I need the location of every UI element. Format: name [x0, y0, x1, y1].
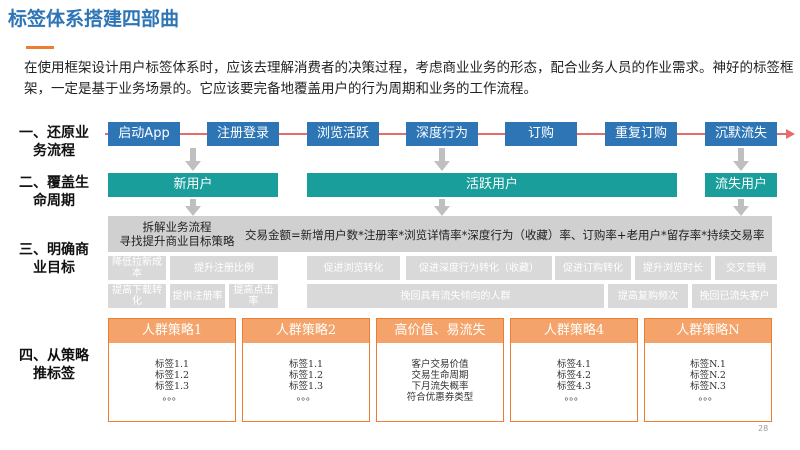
- strategy-card-line: 下月流失概率: [411, 381, 469, 392]
- section-label-strategy: 四、从策略推标签: [19, 348, 89, 382]
- flow-step-churn: 沉默流失: [705, 122, 777, 146]
- strategy-card: 人群策略2 标签1.1 标签1.2 标签1.3 。。。: [242, 318, 370, 422]
- down-arrow-icon: [733, 206, 749, 216]
- strategy-card-line: 标签4.3: [556, 381, 592, 392]
- flow-step-order: 订购: [505, 122, 577, 146]
- down-arrow-icon: [434, 161, 450, 171]
- flow-step-deep-action: 深度行为: [406, 122, 478, 146]
- strategy-card-line: 。。。: [564, 392, 584, 403]
- section-label-lifecycle: 二、覆盖生命周期: [19, 175, 89, 209]
- goal-tag: 促进深度行为转化（收藏）: [406, 256, 552, 280]
- goal-tag: 提高复购频次: [608, 284, 688, 308]
- strategy-card-line: 标签1.2: [288, 370, 324, 381]
- down-arrow-stem: [190, 148, 196, 162]
- intro-paragraph: 在使用框架设计用户标签体系时，应该去理解消费者的决策过程，考虑商业业务的形态，配…: [24, 60, 794, 97]
- section-label-goal: 三、明确商业目标: [19, 242, 89, 276]
- goal-strategy-label: 拆解业务流程 寻找提升商业目标策略: [119, 220, 235, 248]
- strategy-card-line: 。。。: [296, 392, 316, 403]
- strategy-card-title: 人群策略4: [511, 319, 637, 343]
- goal-tag: 促进订购转化: [555, 256, 631, 280]
- goal-tag: 降低拉新成本: [108, 256, 166, 280]
- flow-step-browse: 浏览活跃: [307, 122, 379, 146]
- goal-tag: 提供注册率: [170, 284, 225, 308]
- strategy-card-line: 标签1.3: [288, 381, 324, 392]
- section-label-flow: 一、还原业务流程: [19, 125, 89, 159]
- strategy-card-line: 标签1.3: [154, 381, 190, 392]
- goal-tag: 提升注册比例: [170, 256, 278, 280]
- flow-arrow-head: [786, 129, 795, 139]
- lifecycle-active-user: 活跃用户: [307, 173, 677, 197]
- strategy-card-title: 人群策略N: [645, 319, 771, 343]
- page-number: 28: [758, 424, 769, 433]
- flow-step-register: 注册登录: [207, 122, 279, 146]
- lifecycle-churned-user: 流失用户: [705, 173, 777, 197]
- strategy-card: 人群策略N 标签N.1 标签N.2 标签N.3 。。。: [644, 318, 772, 422]
- strategy-card-line: 。。。: [698, 392, 718, 403]
- strategy-card-line: 符合优惠券类型: [406, 392, 474, 403]
- flow-step-launch-app: 启动App: [108, 122, 180, 146]
- flow-step-reorder: 重复订购: [605, 122, 677, 146]
- down-arrow-stem: [439, 199, 445, 207]
- lifecycle-new-user: 新用户: [108, 173, 278, 197]
- goal-formula: 交易金额=新增用户数*注册率*浏览详情率*深度行为（收藏）率、订购率+老用户*留…: [245, 228, 765, 242]
- goal-tag: 交叉营销: [715, 256, 777, 280]
- down-arrow-icon: [434, 206, 450, 216]
- strategy-card-title: 高价值、易流失: [377, 319, 503, 343]
- strategy-card-line: 交易生命周期: [411, 370, 469, 381]
- down-arrow-icon: [733, 161, 749, 171]
- strategy-card-title: 人群策略2: [243, 319, 369, 343]
- strategy-card-line: 标签N.3: [690, 381, 726, 392]
- strategy-card-line: 标签N.2: [690, 370, 726, 381]
- down-arrow-stem: [738, 148, 744, 162]
- strategy-card: 人群策略4 标签4.1 标签4.2 标签4.3 。。。: [510, 318, 638, 422]
- strategy-card-line: 客户交易价值: [411, 359, 469, 370]
- goal-tag: 挽回已流失客户: [692, 284, 777, 308]
- down-arrow-icon: [185, 206, 201, 216]
- goal-tag: 提高点击率: [229, 284, 278, 308]
- down-arrow-stem: [439, 148, 445, 162]
- goal-tag: 提高下载转化: [108, 284, 166, 308]
- strategy-card-line: 标签N.1: [690, 359, 726, 370]
- slide-title: 标签体系搭建四部曲: [8, 8, 180, 30]
- strategy-card-line: 标签4.2: [556, 370, 592, 381]
- strategy-card-title: 人群策略1: [109, 319, 235, 343]
- down-arrow-icon: [185, 161, 201, 171]
- goal-tag: 挽回具有流失倾向的人群: [307, 284, 604, 308]
- strategy-card-line: 标签1.2: [154, 370, 190, 381]
- strategy-card-line: 标签4.1: [556, 359, 592, 370]
- down-arrow-stem: [190, 199, 196, 207]
- down-arrow-stem: [738, 199, 744, 207]
- goal-panel: [108, 216, 772, 252]
- goal-tag: 提升浏览时长: [635, 256, 711, 280]
- strategy-card: 高价值、易流失 客户交易价值 交易生命周期 下月流失概率 符合优惠券类型: [376, 318, 504, 422]
- goal-tag: 促进浏览转化: [307, 256, 400, 280]
- strategy-card-line: 标签1.1: [154, 359, 190, 370]
- title-underline: [26, 46, 54, 49]
- strategy-card: 人群策略1 标签1.1 标签1.2 标签1.3 。。。: [108, 318, 236, 422]
- strategy-card-line: 。。。: [162, 392, 182, 403]
- strategy-card-line: 标签1.1: [288, 359, 324, 370]
